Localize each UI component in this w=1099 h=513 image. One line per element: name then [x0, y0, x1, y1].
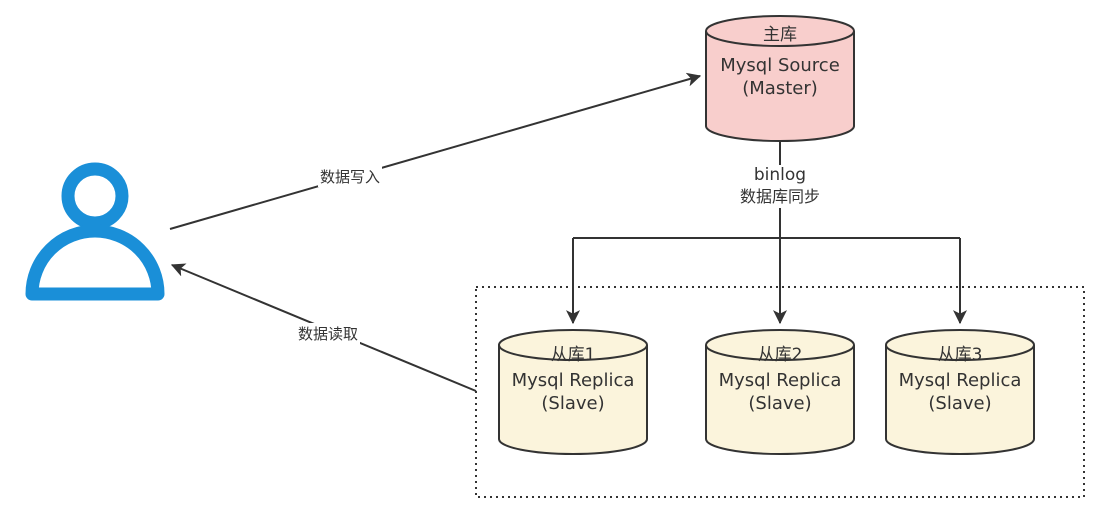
replica-1-line2: (Slave)	[541, 393, 605, 414]
master-title: 主库	[763, 25, 797, 45]
write-edge	[169, 72, 702, 230]
master-db-cylinder	[705, 15, 855, 142]
replica-2-title: 从库2	[757, 345, 803, 365]
sync-label-binlog: binlog	[753, 165, 807, 185]
sync-label-db-sync: 数据库同步	[739, 187, 820, 206]
replica-3-db-cylinder	[885, 329, 1035, 455]
replica-2-line1: Mysql Replica	[718, 370, 842, 391]
replica-1-label: 从库1 Mysql Replica (Slave)	[499, 344, 647, 415]
sync-edge-label: binlog 数据库同步	[730, 165, 830, 207]
replica-group-boundary	[475, 286, 1085, 498]
replica-1-line1: Mysql Replica	[511, 370, 635, 391]
replica-2-line2: (Slave)	[748, 393, 812, 414]
replica-1-db-cylinder	[498, 329, 648, 455]
replica-2-label: 从库2 Mysql Replica (Slave)	[706, 344, 854, 415]
replica-3-label: 从库3 Mysql Replica (Slave)	[886, 344, 1034, 415]
replica-3-line2: (Slave)	[928, 393, 992, 414]
user-icon	[25, 162, 165, 301]
master-db-label: 主库 Mysql Source (Master)	[706, 24, 854, 100]
master-line1: Mysql Source	[720, 55, 840, 76]
replica-2-db-cylinder	[705, 329, 855, 455]
replica-1-title: 从库1	[550, 345, 596, 365]
replica-3-title: 从库3	[937, 345, 983, 365]
sync-edges	[566, 141, 967, 325]
read-edge-label: 数据读取	[296, 323, 361, 344]
replica-3-line1: Mysql Replica	[898, 370, 1022, 391]
write-edge-label: 数据写入	[318, 166, 383, 187]
master-line2: (Master)	[742, 78, 818, 99]
